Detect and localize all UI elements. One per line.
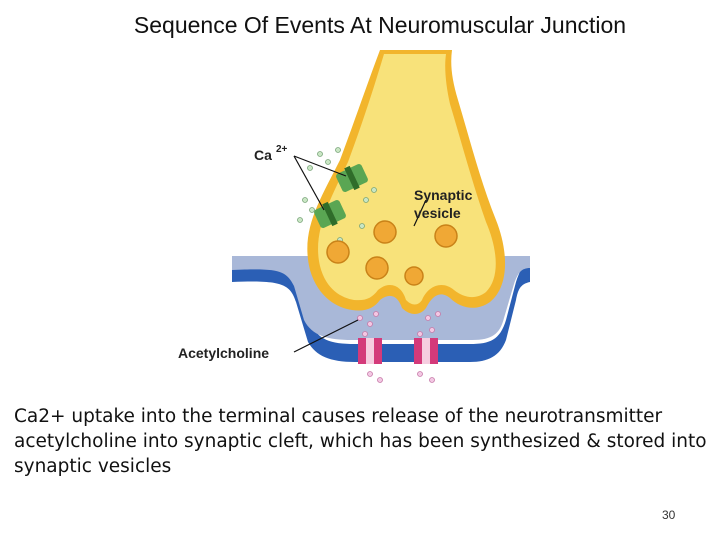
- vesicle: [434, 224, 458, 248]
- acetylcholine-molecules: [357, 311, 441, 383]
- calcium-ions: [297, 147, 377, 243]
- caption-text: Ca2+ uptake into the terminal causes rel…: [14, 406, 707, 477]
- acetylcholine-receptor: [414, 338, 438, 364]
- synaptic-cleft: [232, 262, 530, 362]
- synaptic-label: Synaptic: [414, 187, 473, 203]
- vesicle: [365, 256, 389, 280]
- vesicle: [404, 266, 424, 286]
- page-number: 30: [662, 508, 676, 522]
- vesicle: [326, 240, 350, 264]
- acetylcholine-label: Acetylcholine: [178, 345, 269, 361]
- acetylcholine-receptor: [358, 338, 382, 364]
- synaptic-vesicles: [326, 220, 458, 286]
- calcium-charge-label: 2+: [276, 144, 288, 155]
- slide-title: Sequence Of Events At Neuromuscular Junc…: [133, 12, 627, 38]
- neuromuscular-junction-diagram: Ca 2+ Synaptic vesicle Acetylcholine: [178, 50, 530, 383]
- calcium-channel: [336, 164, 368, 192]
- calcium-label: Ca: [254, 147, 272, 163]
- vesicle: [373, 220, 397, 244]
- vesicle-label: vesicle: [414, 205, 461, 221]
